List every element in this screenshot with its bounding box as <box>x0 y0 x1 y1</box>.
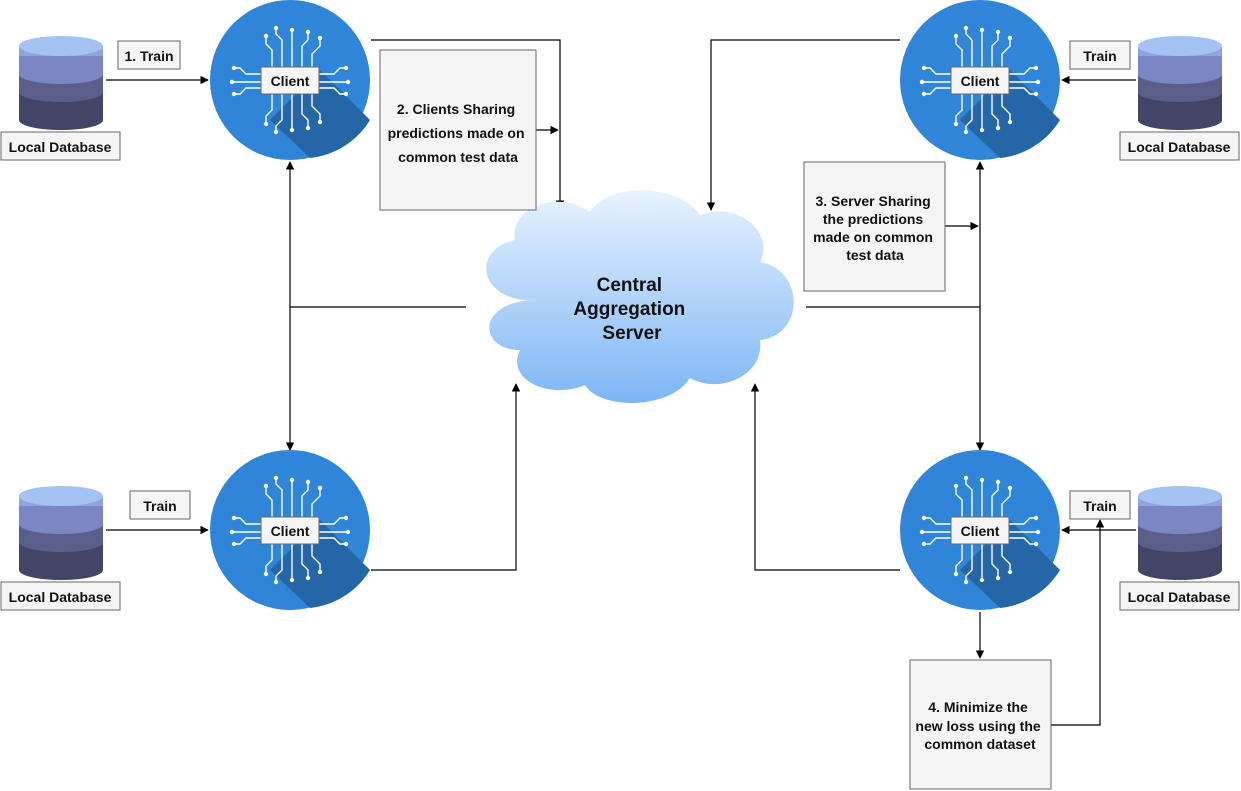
train-label-br: Train <box>1083 498 1116 514</box>
step3-line2: the predictions <box>823 211 924 227</box>
cloud-shape <box>486 190 794 403</box>
client-top-right: Client <box>900 0 1060 160</box>
train-box-bl <box>129 490 191 520</box>
train-box-br <box>1069 490 1131 520</box>
db-label-tr: Local Database <box>1128 139 1231 155</box>
database-icon <box>1138 36 1222 130</box>
connectors <box>106 39 1136 726</box>
client-bottom-right: Client <box>900 450 1060 610</box>
step2-box: 2. Clients Sharing predictions made on c… <box>379 49 537 211</box>
edge-step4-to-train <box>1051 519 1105 726</box>
client-label: Client <box>271 523 310 539</box>
server-label-line2: Aggregation <box>573 299 685 320</box>
db-label-box-bl <box>0 581 121 611</box>
step3-box: 3. Server Sharing the predictions made o… <box>803 161 946 292</box>
client-label: Client <box>961 73 1000 89</box>
step3-line3: made on common <box>813 229 933 245</box>
client-chip <box>950 516 1010 545</box>
db-label-bl: Local Database <box>9 589 112 605</box>
db-label-box-tr <box>1119 131 1240 161</box>
server-label-line3: Server <box>602 323 662 344</box>
step2-line1: 2. Clients Sharing <box>397 101 515 117</box>
database-top-right <box>1138 36 1222 130</box>
database-icon <box>19 36 103 130</box>
svg-text:4. Minimize the new loss: 4. Minimize the new loss using the commo… <box>915 699 1044 752</box>
svg-text:2. Clients Sharing predi: 2. Clients Sharing predictions made on c… <box>388 101 529 165</box>
step3-line1: 3. Server Sharing <box>815 193 930 209</box>
step4-line3: common dataset <box>924 736 1036 752</box>
central-server-cloud: Central Aggregation Server <box>486 190 794 403</box>
database-bottom-right <box>1138 486 1222 580</box>
svg-text:3. Server Sharing the pr: 3. Server Sharing the predictions made o… <box>813 193 937 263</box>
database-icon <box>19 486 103 580</box>
step4-line1: 4. Minimize the <box>928 699 1028 715</box>
train-box-tl <box>117 40 181 70</box>
database-top-left <box>19 36 103 130</box>
db-label-tl: Local Database <box>9 139 112 155</box>
train-box-tr <box>1069 40 1131 70</box>
step4-line2: new loss using the <box>915 718 1040 734</box>
client-chip <box>260 66 320 95</box>
train-label-tr: Train <box>1083 48 1116 64</box>
client-label: Client <box>271 73 310 89</box>
db-label-box-br <box>1119 581 1240 611</box>
edge-client-bl-to-server <box>371 383 521 571</box>
train-label-bl: Train <box>143 498 176 514</box>
database-bottom-left <box>19 486 103 580</box>
train-label-tl: 1. Train <box>124 48 173 64</box>
svg-text:Central Aggregation: Central Aggregation Server <box>573 275 690 344</box>
server-label-line1: Central <box>597 275 662 296</box>
client-bottom-left: Client <box>210 450 370 610</box>
step4-box: 4. Minimize the new loss using the commo… <box>909 659 1052 790</box>
client-chip <box>950 66 1010 95</box>
edge-client-br-to-server <box>750 383 900 571</box>
client-label: Client <box>961 523 1000 539</box>
step3-line4: test data <box>846 247 904 263</box>
db-label-br: Local Database <box>1128 589 1231 605</box>
client-top-left: Client <box>210 0 370 160</box>
client-chip <box>260 516 320 545</box>
database-icon <box>1138 486 1222 580</box>
edge-client-tr-to-server <box>706 39 900 211</box>
step2-line2: predictions made on <box>388 125 525 141</box>
edge-client-tl-to-server <box>371 39 565 209</box>
db-label-box-tl <box>0 131 121 161</box>
step2-line3: common test data <box>398 149 518 165</box>
label-boxes: Local Database Local Database Local Data… <box>0 40 1240 611</box>
